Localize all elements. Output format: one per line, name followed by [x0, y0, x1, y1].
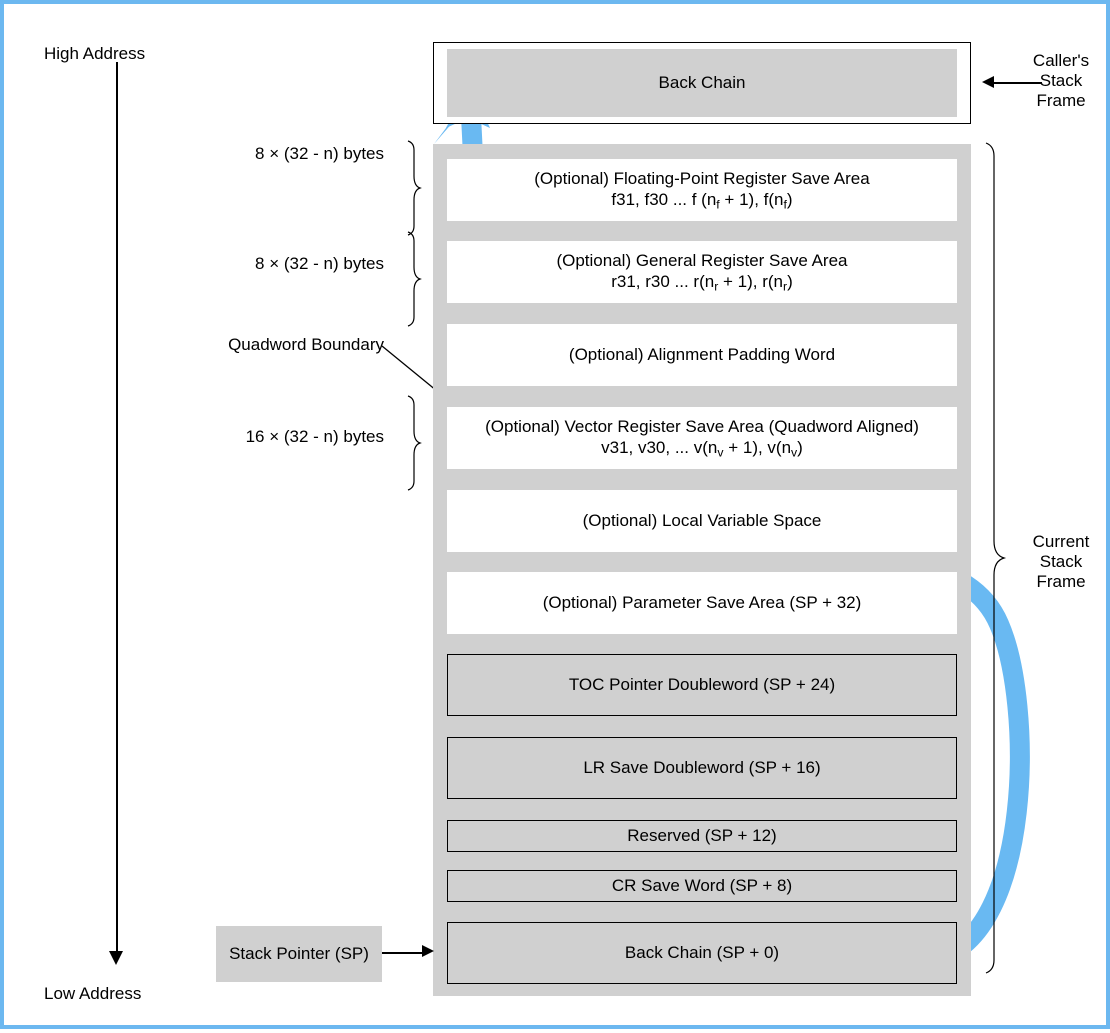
callers-stack-frame-label: Caller's Stack Frame — [1032, 51, 1090, 111]
row-back-chain-top: Back Chain — [447, 49, 957, 117]
row-alignment-padding-word: (Optional) Alignment Padding Word — [447, 324, 957, 386]
row-sublabel: r31, r30 ... r(nr + 1), r(nr) — [611, 271, 793, 294]
row-label: (Optional) Parameter Save Area (SP + 32) — [542, 593, 862, 613]
callers-frame-arrowhead — [982, 76, 994, 88]
row-cr-save-word: CR Save Word (SP + 8) — [447, 870, 957, 902]
size-annotation-fpr: 8 × (32 - n) bytes — [255, 144, 384, 163]
row-lr-save-doubleword: LR Save Doubleword (SP + 16) — [447, 737, 957, 799]
callers-frame-arrow-line — [994, 82, 1042, 84]
row-back-chain-sp0: Back Chain (SP + 0) — [447, 922, 957, 984]
row-label: (Optional) Floating-Point Register Save … — [534, 168, 870, 188]
quadword-boundary-label: Quadword Boundary — [228, 335, 384, 354]
row-parameter-save-area: (Optional) Parameter Save Area (SP + 32) — [447, 572, 957, 634]
row-label: (Optional) Alignment Padding Word — [568, 345, 836, 365]
current-stack-frame-label: Current Stack Frame — [1032, 532, 1090, 592]
row-label: Back Chain — [658, 73, 746, 93]
row-fpr-save-area: (Optional) Floating-Point Register Save … — [447, 159, 957, 221]
row-label: Back Chain (SP + 0) — [624, 943, 780, 963]
stack-pointer-arrowhead — [422, 945, 434, 957]
row-gpr-save-area: (Optional) General Register Save Area r3… — [447, 241, 957, 303]
high-address-label: High Address — [44, 44, 146, 63]
stack-pointer-arrow-line — [382, 952, 424, 954]
stack-pointer-box: Stack Pointer (SP) — [216, 926, 382, 982]
row-toc-pointer-doubleword: TOC Pointer Doubleword (SP + 24) — [447, 654, 957, 716]
row-sublabel: v31, v30, ... v(nv + 1), v(nv) — [601, 437, 803, 460]
row-label: (Optional) General Register Save Area — [556, 250, 848, 270]
row-label: (Optional) Vector Register Save Area (Qu… — [485, 416, 919, 436]
row-label: LR Save Doubleword (SP + 16) — [583, 758, 821, 778]
row-local-variable-space: (Optional) Local Variable Space — [447, 490, 957, 552]
current-frame-bracket — [985, 142, 1007, 974]
address-axis-arrowhead — [109, 951, 123, 965]
row-sublabel: f31, f30 ... f (nf + 1), f(nf) — [611, 189, 793, 212]
low-address-label: Low Address — [44, 984, 142, 1003]
row-label: TOC Pointer Doubleword (SP + 24) — [568, 675, 836, 695]
row-label: CR Save Word (SP + 8) — [611, 876, 793, 896]
row-label: (Optional) Local Variable Space — [582, 511, 822, 531]
row-label: Reserved (SP + 12) — [627, 826, 777, 846]
address-axis-line — [116, 62, 118, 957]
size-annotation-vector: 16 × (32 - n) bytes — [245, 427, 384, 446]
row-reserved: Reserved (SP + 12) — [447, 820, 957, 852]
stack-pointer-label: Stack Pointer (SP) — [229, 944, 369, 963]
size-annotation-gpr: 8 × (32 - n) bytes — [255, 254, 384, 273]
size-brackets — [407, 140, 422, 491]
row-vector-save-area: (Optional) Vector Register Save Area (Qu… — [447, 407, 957, 469]
